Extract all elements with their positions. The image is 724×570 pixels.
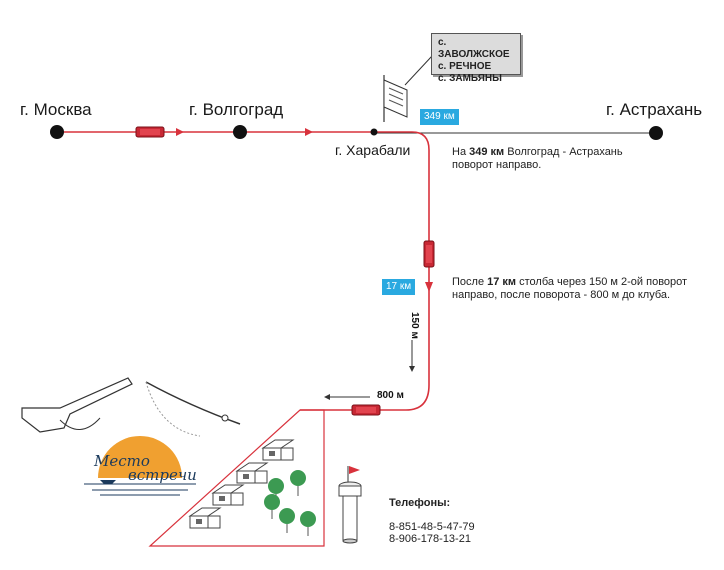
tree-icon [264,494,280,519]
tree-icon [300,511,316,536]
direction-note-349: На 349 км Волгоград - Астрахань поворот … [452,146,623,171]
logo-word-1: Место [94,452,150,470]
city-label-moscow: г. Москва [20,100,92,119]
logo-word-2: встречи [128,466,197,484]
village-name: с. РЕЧНОЕ [438,61,492,72]
club-territory [148,409,325,547]
phone-number: 8-851-48-5-47-79 [389,521,475,533]
car-marker [423,240,435,268]
phone-number: 8-906-178-13-21 [389,533,471,545]
house-icon [261,439,295,461]
distance-label-150: 150 м [409,312,420,339]
tree-icon [279,508,295,533]
city-label-volgograd: г. Волгоград [189,100,284,119]
km-badge-349: 349 км [420,109,459,125]
city-label-kharabali: г. Харабали [335,142,411,158]
note-highlight: 349 км [469,146,505,158]
house-icon [235,462,269,484]
city-label-astrakhan: г. Астрахань [606,100,703,119]
car-marker [135,126,165,138]
house-icon [188,507,222,529]
fishing-rod-icon [145,381,241,437]
city-dot-volgograd [233,125,247,139]
tower-flag-icon [338,466,362,544]
km-badge-17: 17 км [382,279,416,295]
phones-block: Телефоны: 8-851-48-5-47-79 8-906-178-13-… [389,497,475,545]
house-icon [211,484,245,506]
village-name: с. ЗАМЬЯНЫ [438,73,502,84]
route-arrow [305,128,313,136]
distance-arrow-800 [324,394,370,400]
note-highlight: 17 км [487,276,517,288]
tree-icon [290,470,306,496]
phones-title: Телефоны: [389,497,451,509]
city-dot-moscow [50,125,64,139]
sun-logo-icon [84,436,196,496]
village-name: с. ЗАВОЛЖСКОЕ [438,37,510,60]
car-marker [351,404,381,416]
road-sign-icon [383,55,433,122]
direction-note-17: После 17 км столба через 150 м 2-ой пово… [452,276,688,301]
distance-label-800: 800 м [377,390,404,401]
route-turn-south [300,131,430,411]
city-dot-kharabali [370,128,378,136]
route-arrow [176,128,184,136]
distance-arrow-150 [409,340,415,372]
villages-box: с. ЗАВОЛЖСКОЕ с. РЕЧНОЕ с. ЗАМЬЯНЫ [431,33,521,84]
route-arrow-down [425,282,433,292]
city-dot-astrakhan [649,126,663,140]
hunting-rifle-icon [21,377,133,433]
